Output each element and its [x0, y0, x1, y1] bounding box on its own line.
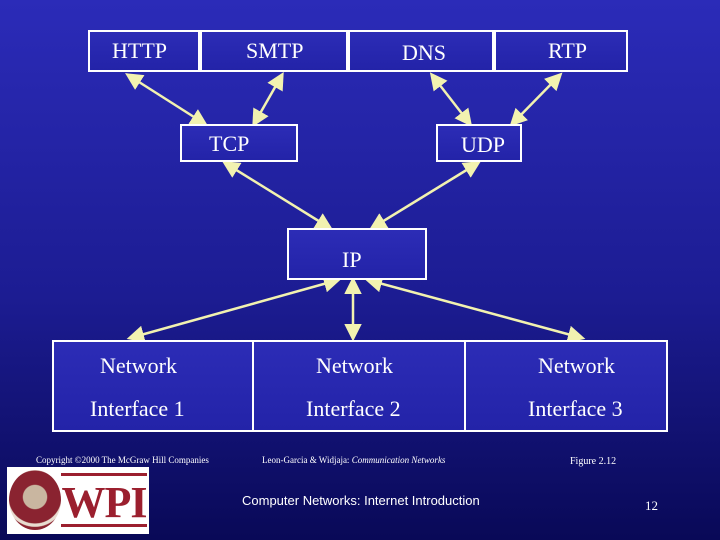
wpi-seal-icon: [9, 470, 61, 530]
network-interface-1-box: [52, 340, 668, 432]
arrow-udp-ip: [369, 161, 481, 230]
udp-box: [436, 124, 522, 162]
ip-label: IP: [342, 247, 362, 272]
citation-prefix: Leon-Garcia & Widjaja:: [262, 455, 352, 465]
copyright-text: Copyright ©2000 The McGraw Hill Companie…: [36, 455, 209, 465]
dns-label: DNS: [402, 40, 447, 65]
tcp-label: TCP: [209, 131, 250, 156]
arrow-dns-udp: [429, 72, 473, 127]
figure-number: Figure 2.12: [570, 456, 617, 467]
net1-line1: Network: [100, 353, 177, 378]
arrow-http-tcp: [125, 73, 208, 126]
net1-line2: Interface 1: [90, 396, 185, 421]
http-label: HTTP: [112, 38, 167, 63]
arrow-tcp-ip: [222, 161, 333, 230]
arrow-ip-net1: [126, 275, 342, 343]
rtp-label: RTP: [548, 38, 588, 63]
smtp-box: [200, 30, 348, 72]
network-interface-2-box: [252, 340, 466, 432]
citation-title: Communication Networks: [351, 455, 446, 465]
page-number: 12: [645, 498, 658, 513]
arrow-rtp-udp: [509, 72, 563, 127]
net2-line2: Interface 2: [306, 396, 401, 421]
udp-label: UDP: [461, 132, 506, 157]
arrow-smtp-tcp: [252, 71, 284, 128]
dns-box: [348, 30, 494, 72]
ip-box: [287, 228, 427, 280]
smtp-label: SMTP: [246, 38, 304, 63]
course-title: Computer Networks: Internet Introduction: [242, 493, 480, 508]
net2-line1: Network: [316, 353, 393, 378]
wpi-logo: WPI: [7, 467, 149, 534]
arrow-ip-net3: [364, 275, 586, 343]
http-box: [88, 30, 200, 72]
rtp-box: [494, 30, 628, 72]
tcp-box: [180, 124, 298, 162]
wpi-logo-text: WPI: [61, 473, 148, 527]
citation-text: Leon-Garcia & Widjaja: Communication Net…: [262, 456, 445, 465]
net3-line2: Interface 3: [528, 396, 623, 421]
net3-line1: Network: [538, 353, 615, 378]
